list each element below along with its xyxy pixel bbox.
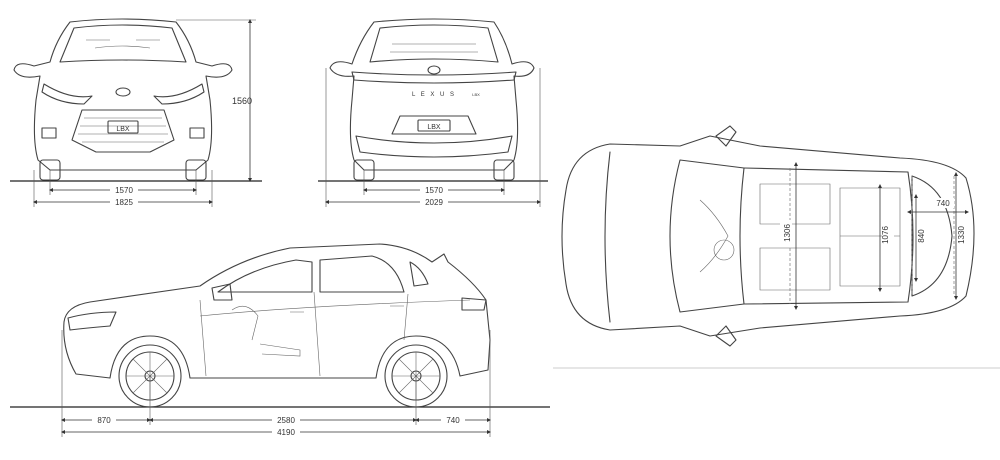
top-windshield — [669, 159, 745, 313]
front-view: LBX 1560 1570 1825 — [10, 18, 262, 207]
top-body — [561, 135, 975, 337]
rear-emblem — [427, 65, 441, 75]
top-dashboard — [699, 199, 729, 273]
front-grille-mesh — [78, 117, 168, 143]
side-wheelbase-label: 2580 — [277, 416, 295, 425]
rear-track-label: 1570 — [425, 186, 443, 195]
front-width-label: 1825 — [115, 198, 133, 207]
front-track-label: 1570 — [115, 186, 133, 195]
front-height-label: 1560 — [232, 96, 252, 106]
top-1076-label: 1076 — [881, 226, 890, 244]
side-shoulder-line — [199, 299, 471, 317]
front-headlight-right — [153, 83, 205, 105]
rear-width-label: 2029 — [425, 198, 443, 207]
rear-plate — [417, 119, 451, 132]
side-front-window — [217, 259, 313, 293]
front-plate — [107, 120, 139, 134]
side-headlight — [67, 311, 117, 331]
side-interior-seat — [231, 305, 301, 357]
top-roof — [743, 167, 914, 305]
side-length-label: 4190 — [277, 428, 295, 437]
side-taillight — [461, 297, 487, 311]
side-view: 870 2580 740 4190 — [10, 243, 550, 437]
front-plate-text: LBX — [116, 126, 130, 133]
rear-light-bar — [351, 71, 517, 84]
side-quarter-window — [409, 261, 429, 287]
side-body — [63, 243, 491, 379]
rear-model-script: LBX — [472, 92, 480, 97]
top-front-seats — [759, 183, 831, 291]
side-rear-window — [319, 255, 405, 293]
front-body — [13, 18, 233, 171]
top-740-label: 740 — [936, 199, 950, 208]
rear-bumper — [355, 135, 513, 158]
side-door-handles — [290, 305, 404, 313]
rear-window — [369, 24, 499, 63]
front-seats — [86, 39, 160, 49]
rear-plate-recess — [391, 115, 477, 135]
side-mirror — [211, 283, 233, 301]
top-hood-line — [604, 151, 611, 323]
front-grille — [71, 109, 175, 153]
rear-body — [329, 18, 535, 171]
top-840-label: 840 — [917, 229, 926, 243]
front-headlight-left — [41, 83, 93, 105]
rear-view: L E X U S LBX LBX 1570 2029 — [318, 18, 548, 207]
front-emblem — [115, 87, 131, 97]
rear-window-detail — [390, 43, 478, 53]
top-1330-label: 1330 — [957, 226, 966, 244]
side-front-overhang-label: 870 — [97, 416, 111, 425]
top-mirror-left — [715, 125, 737, 147]
side-door-lines — [199, 291, 409, 377]
top-rear-glass — [911, 175, 953, 297]
front-windshield — [59, 24, 187, 63]
top-view: 1306 1076 840 1330 740 — [553, 125, 1000, 369]
top-mirror-right — [715, 325, 737, 347]
top-steering-wheel — [713, 239, 735, 261]
top-1306-label: 1306 — [783, 224, 792, 242]
rear-brand-script: L E X U S — [412, 92, 456, 98]
front-foglight-left — [41, 127, 57, 139]
front-foglight-right — [189, 127, 205, 139]
side-rear-overhang-label: 740 — [446, 416, 460, 425]
rear-plate-text: LBX — [427, 124, 441, 131]
